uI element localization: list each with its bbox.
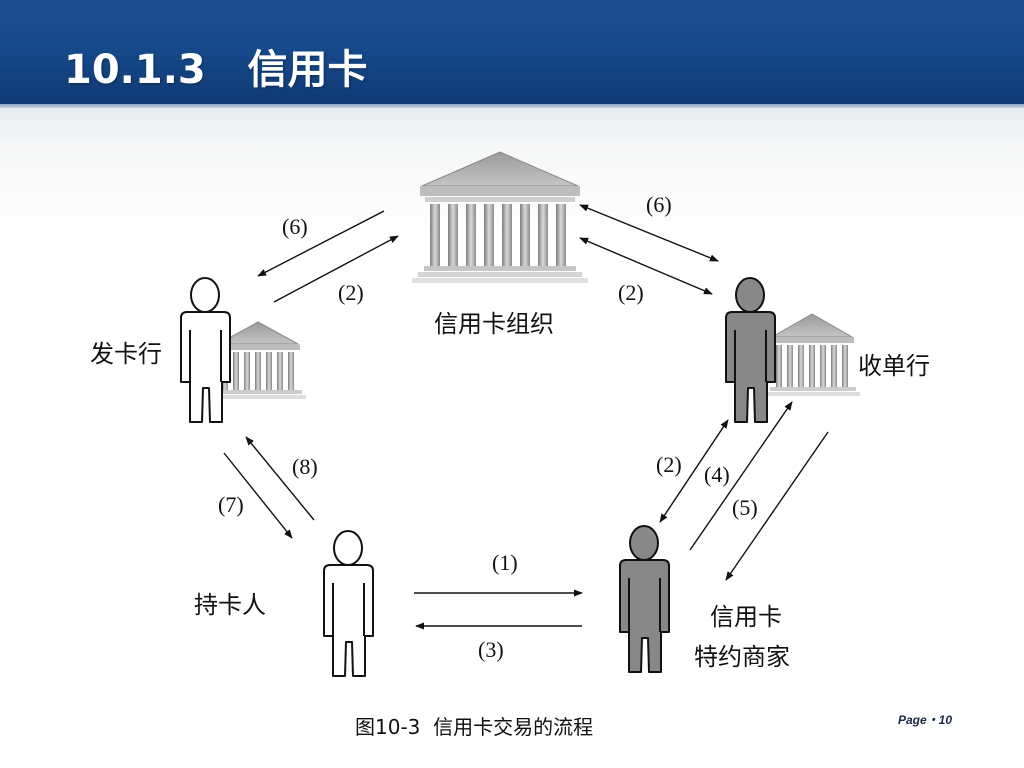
step-label-acquirer-merchant-a: (2) [656, 452, 682, 477]
acquirer-bank-building-icon [766, 313, 860, 396]
step-label-org-issuer-top: (6) [282, 214, 308, 239]
arrow-issuer-to-cardholder [223, 452, 293, 539]
arrow-org-to-issuer [257, 210, 385, 277]
issuer-label: 发卡行 [90, 340, 162, 368]
issuer-person-icon [180, 277, 231, 423]
merchant-label-line2: 特约商家 [694, 643, 790, 671]
step-label-issuer-cardholder-right: (8) [292, 454, 318, 479]
arrow-acquirer-merchant-2 [659, 419, 729, 523]
arrow-acquirer-to-merchant [725, 431, 829, 581]
cardholder-person-icon [323, 530, 374, 677]
title-bar [0, 0, 1024, 104]
step-label-org-acquirer-top: (6) [646, 192, 672, 217]
figure-caption: 图10-3 信用卡交易的流程 [355, 715, 594, 739]
step-label-acquirer-merchant-c: (5) [732, 495, 758, 520]
arrow-cardholder-to-issuer [245, 436, 315, 521]
step-label-org-acquirer-bottom: (2) [618, 280, 644, 305]
merchant-label-line1: 信用卡 [710, 603, 782, 631]
acquirer-person-icon [725, 277, 776, 423]
arrow-merchant-to-acquirer [689, 401, 793, 551]
acquirer-label: 收单行 [858, 352, 930, 380]
organization-label: 信用卡组织 [434, 310, 554, 338]
slide-title: 10.1.3 信用卡 [64, 47, 368, 93]
page-number: Page・10 [898, 713, 953, 727]
step-label-cardholder-merchant-bottom: (3) [478, 637, 504, 662]
cardholder-label: 持卡人 [194, 591, 266, 619]
step-label-acquirer-merchant-b: (4) [704, 462, 730, 487]
title-bar-divider [0, 104, 1024, 108]
arrow-org-acquirer-bottom [579, 237, 713, 295]
organization-building-icon [412, 151, 588, 283]
merchant-person-icon [619, 525, 670, 673]
arrow-issuer-to-org [273, 235, 399, 303]
step-label-issuer-cardholder-left: (7) [218, 492, 244, 517]
step-label-org-issuer-bottom: (2) [338, 280, 364, 305]
step-label-cardholder-merchant-top: (1) [492, 550, 518, 575]
flow-arrows [223, 204, 829, 630]
